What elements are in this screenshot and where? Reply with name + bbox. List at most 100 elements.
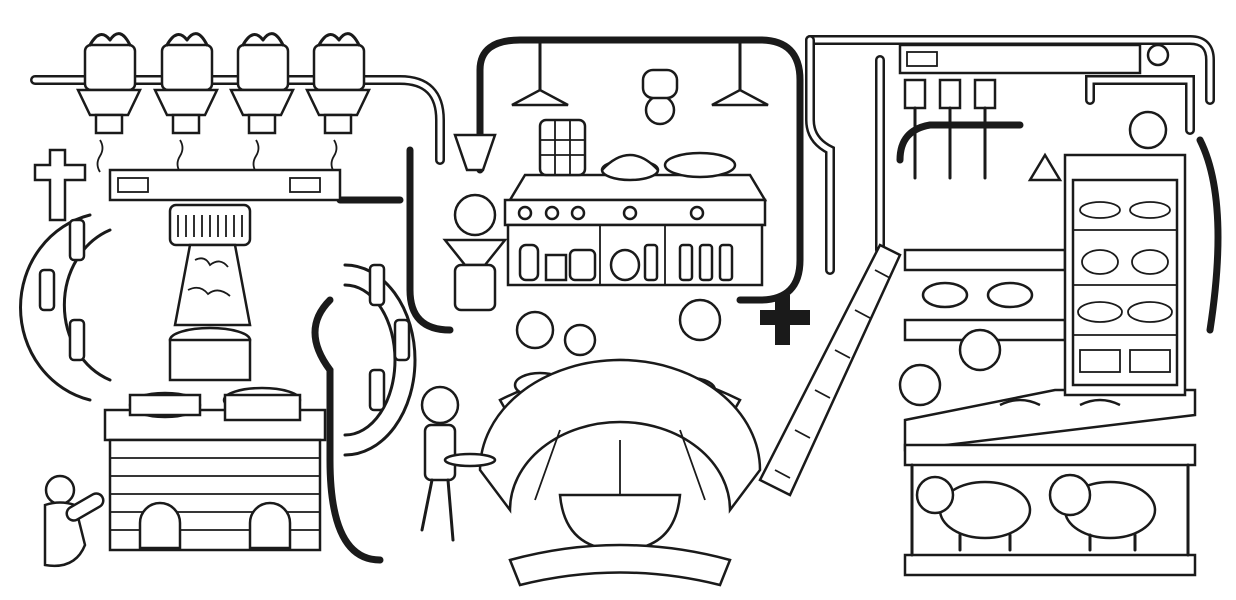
illustration-stroke [1077,301,1123,323]
illustration-stroke [938,78,962,110]
livestock-pen [903,443,1197,577]
illustration-stroke [83,43,137,92]
illustration-stroke [168,338,252,382]
illustration-stroke [187,257,231,297]
illustration-stroke [108,168,342,202]
illustration-stroke [368,263,411,412]
pig [915,475,1032,552]
illustration-stroke [986,281,1034,309]
illustration-stroke [1048,473,1092,517]
illustration-stroke [1079,201,1121,219]
illustration-stroke [1196,136,1222,334]
illustration-stroke [807,37,833,273]
illustration-stroke [913,106,987,180]
illustration-stroke [601,153,659,171]
illustration-stroke [896,121,1024,164]
illustration-stroke [1128,110,1168,150]
illustration-stroke [515,310,555,350]
illustration-stroke [19,213,92,402]
illustration-stroke [1129,349,1171,373]
illustration-stroke [68,218,86,262]
illustration-stroke [289,177,321,193]
illustration-stroke [698,243,714,282]
illustration-stroke [110,457,320,531]
illustration-stroke [538,118,587,177]
illustration-stroke [62,228,112,382]
illustration-stroke [1073,229,1177,336]
illustration-stroke [368,263,386,307]
illustration-stroke [420,478,455,542]
pot-1 [76,32,142,135]
illustration-stroke [117,177,149,193]
illustration-stroke [958,328,1002,372]
illustration-stroke [718,243,734,282]
illustration-stroke [774,269,891,479]
illustration-stroke [534,429,706,501]
illustration-stroke [563,323,597,357]
illustration-stroke [393,318,411,362]
illustration-stroke [558,493,682,552]
illustration-stroke [68,318,86,362]
illustration-stroke [38,218,86,362]
illustration-stroke [643,243,659,282]
illustration-stroke [544,205,560,221]
illustration-stroke [453,133,497,172]
cross-valve-right [760,295,810,345]
grinder-funnel [442,133,508,312]
hook-rail [898,43,1170,182]
cow [1048,473,1157,552]
illustration-stroke [538,38,742,97]
illustration-stroke [1129,201,1171,219]
illustration-stroke [478,358,762,514]
pipe-network [30,35,1222,564]
illustration-stroke [517,205,533,221]
illustration-stroke [711,88,769,107]
illustration-stroke [88,32,132,47]
illustration-stroke [247,113,277,135]
illustration-stroke [508,543,732,587]
illustration-stroke [910,463,1190,557]
illustration-stroke [511,88,569,107]
illustration-stroke [689,205,705,221]
illustration-stroke [305,88,371,117]
illustration-stroke [160,43,214,92]
illustration-stroke [171,113,201,135]
illustration-stroke [903,443,1197,467]
illustration-stroke [312,43,366,92]
illustration-stroke [138,501,182,550]
pot-2 [153,32,219,135]
illustration-stroke [518,243,540,282]
illustration-stroke [599,225,666,285]
illustration-stroke [903,553,1197,577]
illustration-stroke [999,398,1121,407]
illustration-stroke [644,94,676,126]
illustration-stroke [1077,201,1173,373]
illustration-stroke [128,393,202,417]
illustration-stroke [622,205,638,221]
illustration-stroke [323,113,353,135]
illustration-stroke [678,243,694,282]
illustration-stroke [44,474,76,506]
waiter [420,385,497,542]
illustration-stroke [540,120,585,175]
conveyor-ramp [758,243,902,497]
illustration-stroke [96,139,338,173]
illustration-stroke [368,368,386,412]
illustration-stroke [1087,77,1193,133]
bottle-rack-right [343,263,417,457]
illustration-stroke [177,215,243,237]
cross-valve [33,148,87,222]
illustration-stroke [453,263,497,312]
illustration-stroke [32,77,443,163]
illustration-stroke [1027,152,1063,182]
illustration-stroke [248,501,292,550]
illustration-stroke [453,193,497,237]
illustration-stroke [903,78,927,110]
illustration-stroke [94,113,124,135]
illustration-stroke [406,146,454,334]
illustration-stroke [443,452,497,468]
illustration-stroke [311,296,384,564]
illustration-stroke [517,205,705,221]
noodle-machine [108,168,342,382]
